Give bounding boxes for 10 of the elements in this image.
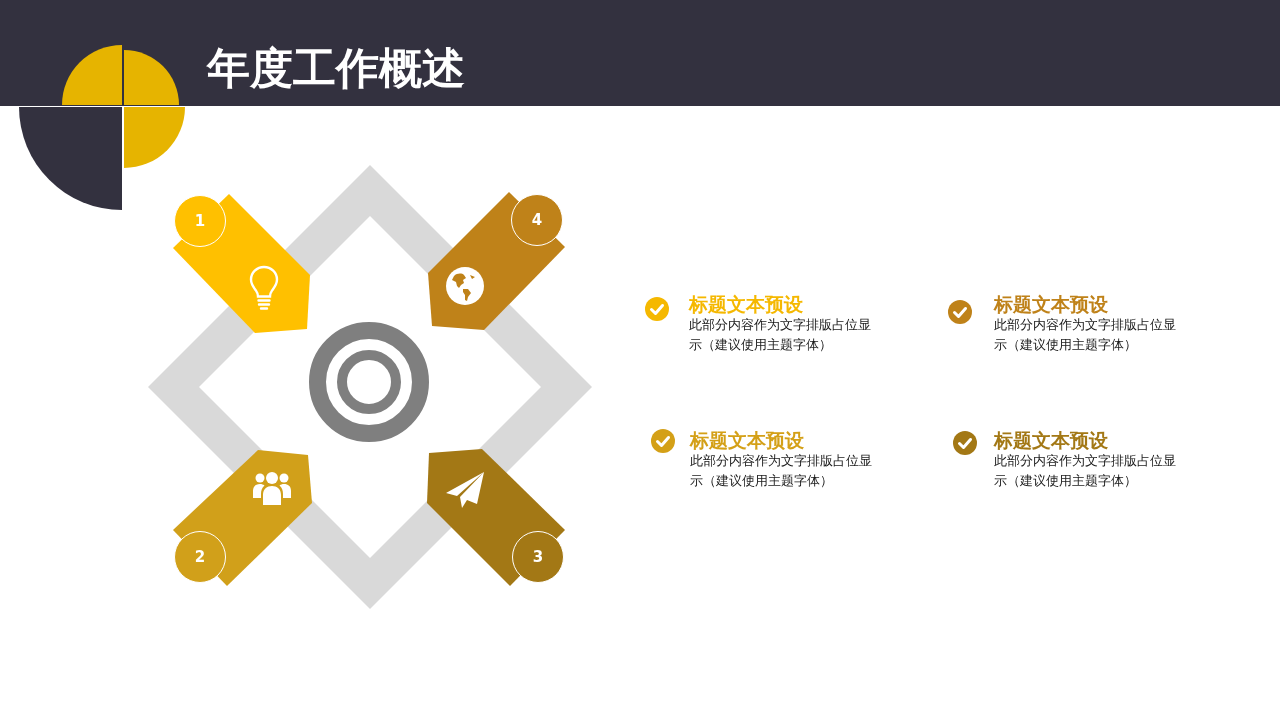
step-number: 1 — [174, 195, 226, 247]
section-heading: 标题文本预设 — [994, 428, 1108, 452]
slide-title: 年度工作概述 — [207, 42, 465, 95]
section-heading: 标题文本预设 — [994, 292, 1108, 316]
body-text: 此部分内容作为文字排版占位显示（建议使用主题字体） — [994, 452, 1177, 490]
section-heading: 标题文本预设 — [690, 428, 804, 452]
body-text: 此部分内容作为文字排版占位显示（建议使用主题字体） — [994, 316, 1177, 354]
section-heading: 标题文本预设 — [689, 292, 803, 316]
body-text: 此部分内容作为文字排版占位显示（建议使用主题字体） — [689, 316, 872, 354]
body-text: 此部分内容作为文字排版占位显示（建议使用主题字体） — [690, 452, 873, 490]
